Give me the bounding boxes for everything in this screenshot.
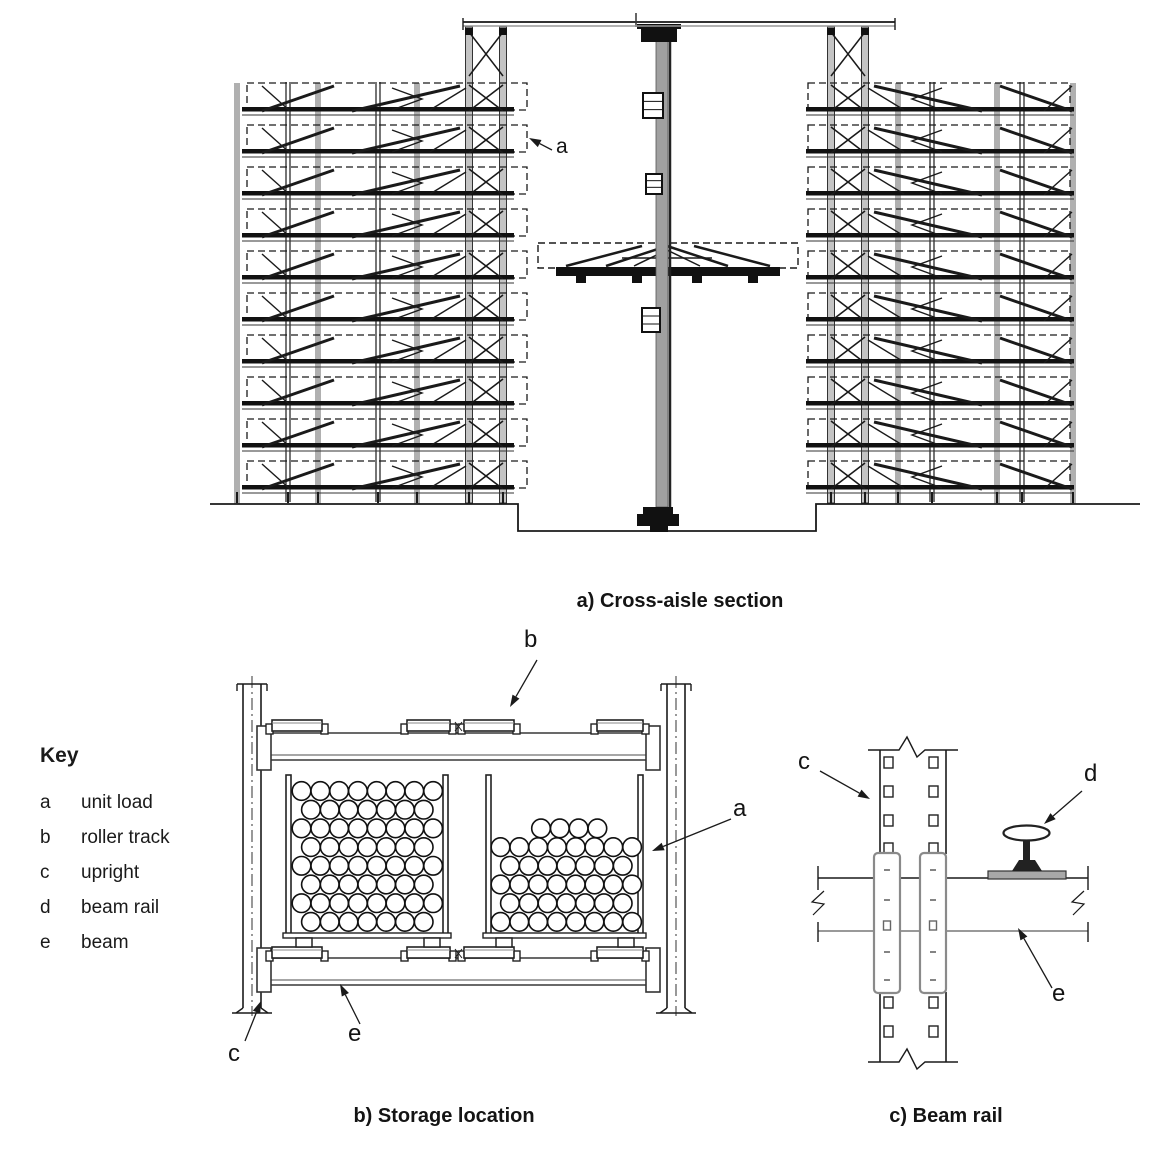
key-row-unit-load: a unit load	[40, 792, 170, 814]
key-letter-c: c	[40, 862, 50, 883]
key-term-roller-track: roller track	[81, 827, 170, 848]
key-term-beam: beam	[81, 932, 129, 953]
label-e-beam-storage: e	[348, 1020, 362, 1047]
key-letter-b: b	[40, 827, 51, 848]
label-e-beam-detail: e	[1052, 980, 1066, 1007]
key-letter-d: d	[40, 897, 51, 918]
label-a-unit-load: a	[733, 795, 747, 822]
key-row-beam-rail: d beam rail	[40, 897, 170, 919]
key-row-roller-track: b roller track	[40, 827, 170, 849]
caption-beam-rail: c) Beam rail	[889, 1105, 1003, 1127]
label-d-beam-rail: d	[1084, 760, 1098, 787]
caption-cross-aisle-section: a) Cross-aisle section	[576, 590, 784, 612]
key-block: Key a unit load b roller track c upright…	[40, 744, 170, 967]
key-term-beam-rail: beam rail	[81, 897, 160, 918]
caption-storage-location: b) Storage location	[353, 1105, 535, 1127]
key-row-beam: e beam	[40, 932, 170, 954]
label-a-unit-load-section: a	[556, 135, 568, 158]
key-letter-e: e	[40, 932, 51, 953]
key-term-unit-load: unit load	[81, 792, 153, 813]
key-row-upright: c upright	[40, 862, 170, 884]
label-c-upright-detail: c	[798, 748, 810, 775]
key-title: Key	[40, 744, 79, 767]
key-term-upright: upright	[81, 862, 140, 883]
label-c-upright-storage: c	[228, 1040, 240, 1067]
key-letter-a: a	[40, 792, 51, 813]
label-b-roller-track: b	[524, 626, 538, 653]
